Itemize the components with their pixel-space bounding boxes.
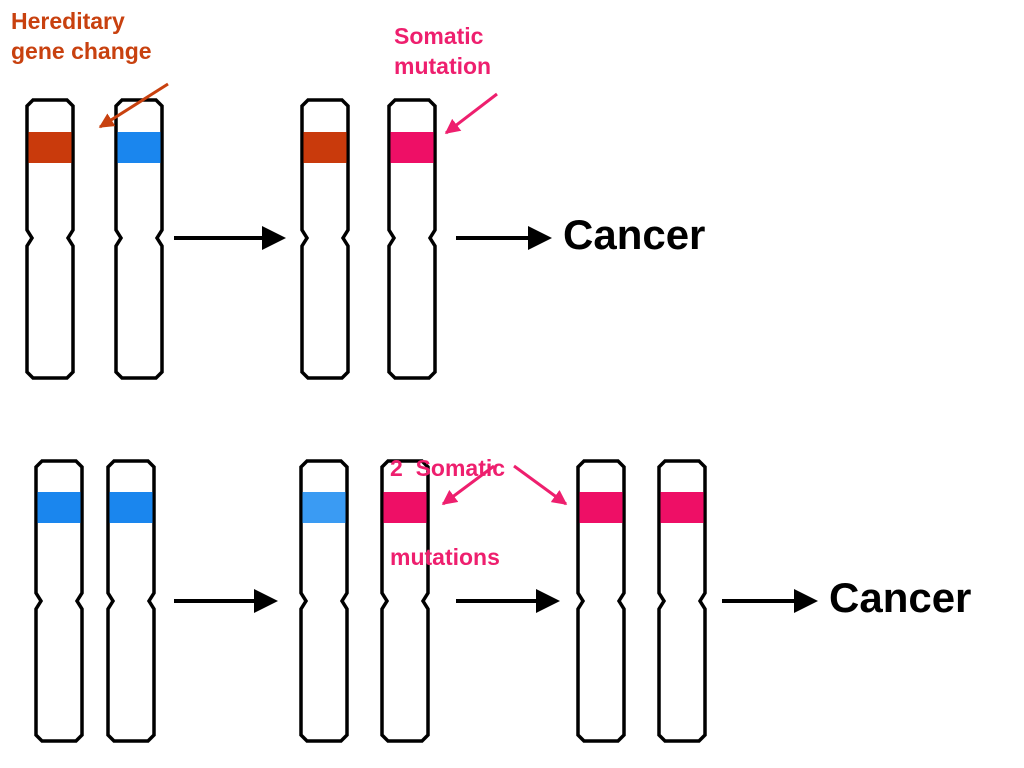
chromosome-body [387, 98, 437, 380]
chromosome-body [300, 98, 350, 380]
chromosome-sporadic-pathway-normal-pair-1 [34, 459, 84, 743]
two-somatic-label-line2: mutations [390, 544, 500, 571]
somatic-callout-arrow [444, 92, 498, 135]
cancer-outcome-bottom: Cancer [829, 574, 972, 621]
chromosome-sporadic-pathway-first-somatic-mutation-1 [299, 459, 349, 743]
gene-band-hereditary [303, 132, 347, 163]
somatic-label-line2: mutation [394, 52, 492, 79]
chromosome-sporadic-pathway-normal-pair-2 [106, 459, 156, 743]
hereditary-callout-arrow [98, 82, 169, 129]
gene-band-somatic [660, 492, 704, 523]
gene-band-normal [109, 492, 153, 523]
chromosome-body [106, 459, 156, 743]
hereditary-label-line2: gene change [11, 37, 152, 64]
chromosome-hereditary-pathway-after-somatic-mutation-2 [387, 98, 437, 380]
gene-band-hereditary [28, 132, 72, 163]
chromosome-hereditary-pathway-after-somatic-mutation-1 [300, 98, 350, 380]
two-somatic-callout-arrow-left [441, 464, 495, 506]
somatic-mutation-label: Somatic mutation [394, 22, 491, 82]
gene-band-normal [117, 132, 161, 163]
chromosome-hereditary-pathway-inherited-pair-2 [114, 98, 164, 380]
hereditary-label-line1: Hereditary [11, 8, 125, 34]
chromosome-body [25, 98, 75, 380]
somatic-label-line1: Somatic [394, 23, 484, 49]
cancer-outcome-top: Cancer [563, 211, 706, 258]
chromosome-sporadic-pathway-first-somatic-mutation-2 [380, 459, 430, 743]
chromosome-sporadic-pathway-second-somatic-mutation-2 [657, 459, 707, 743]
chromosome-body [576, 459, 626, 743]
chromosome-body [657, 459, 707, 743]
two-somatic-callout-arrow-right [513, 464, 568, 506]
chromosome-body [299, 459, 349, 743]
two-somatic-mutations-label: 2 Somatic mutations [390, 394, 505, 603]
gene-band-normal [37, 492, 81, 523]
two-somatic-label-line1: 2 Somatic [390, 454, 506, 481]
gene-band-somatic [390, 132, 434, 163]
gene-band-normal-light [302, 492, 346, 523]
chromosome-sporadic-pathway-second-somatic-mutation-1 [576, 459, 626, 743]
chromosomes-layer [25, 98, 707, 743]
gene-band-somatic [383, 492, 427, 523]
hereditary-gene-change-label: Hereditary gene change [11, 7, 152, 67]
chromosome-body [114, 98, 164, 380]
chromosome-body [380, 459, 430, 743]
chromosome-body [34, 459, 84, 743]
gene-band-somatic [579, 492, 623, 523]
chromosome-hereditary-pathway-inherited-pair-1 [25, 98, 75, 380]
